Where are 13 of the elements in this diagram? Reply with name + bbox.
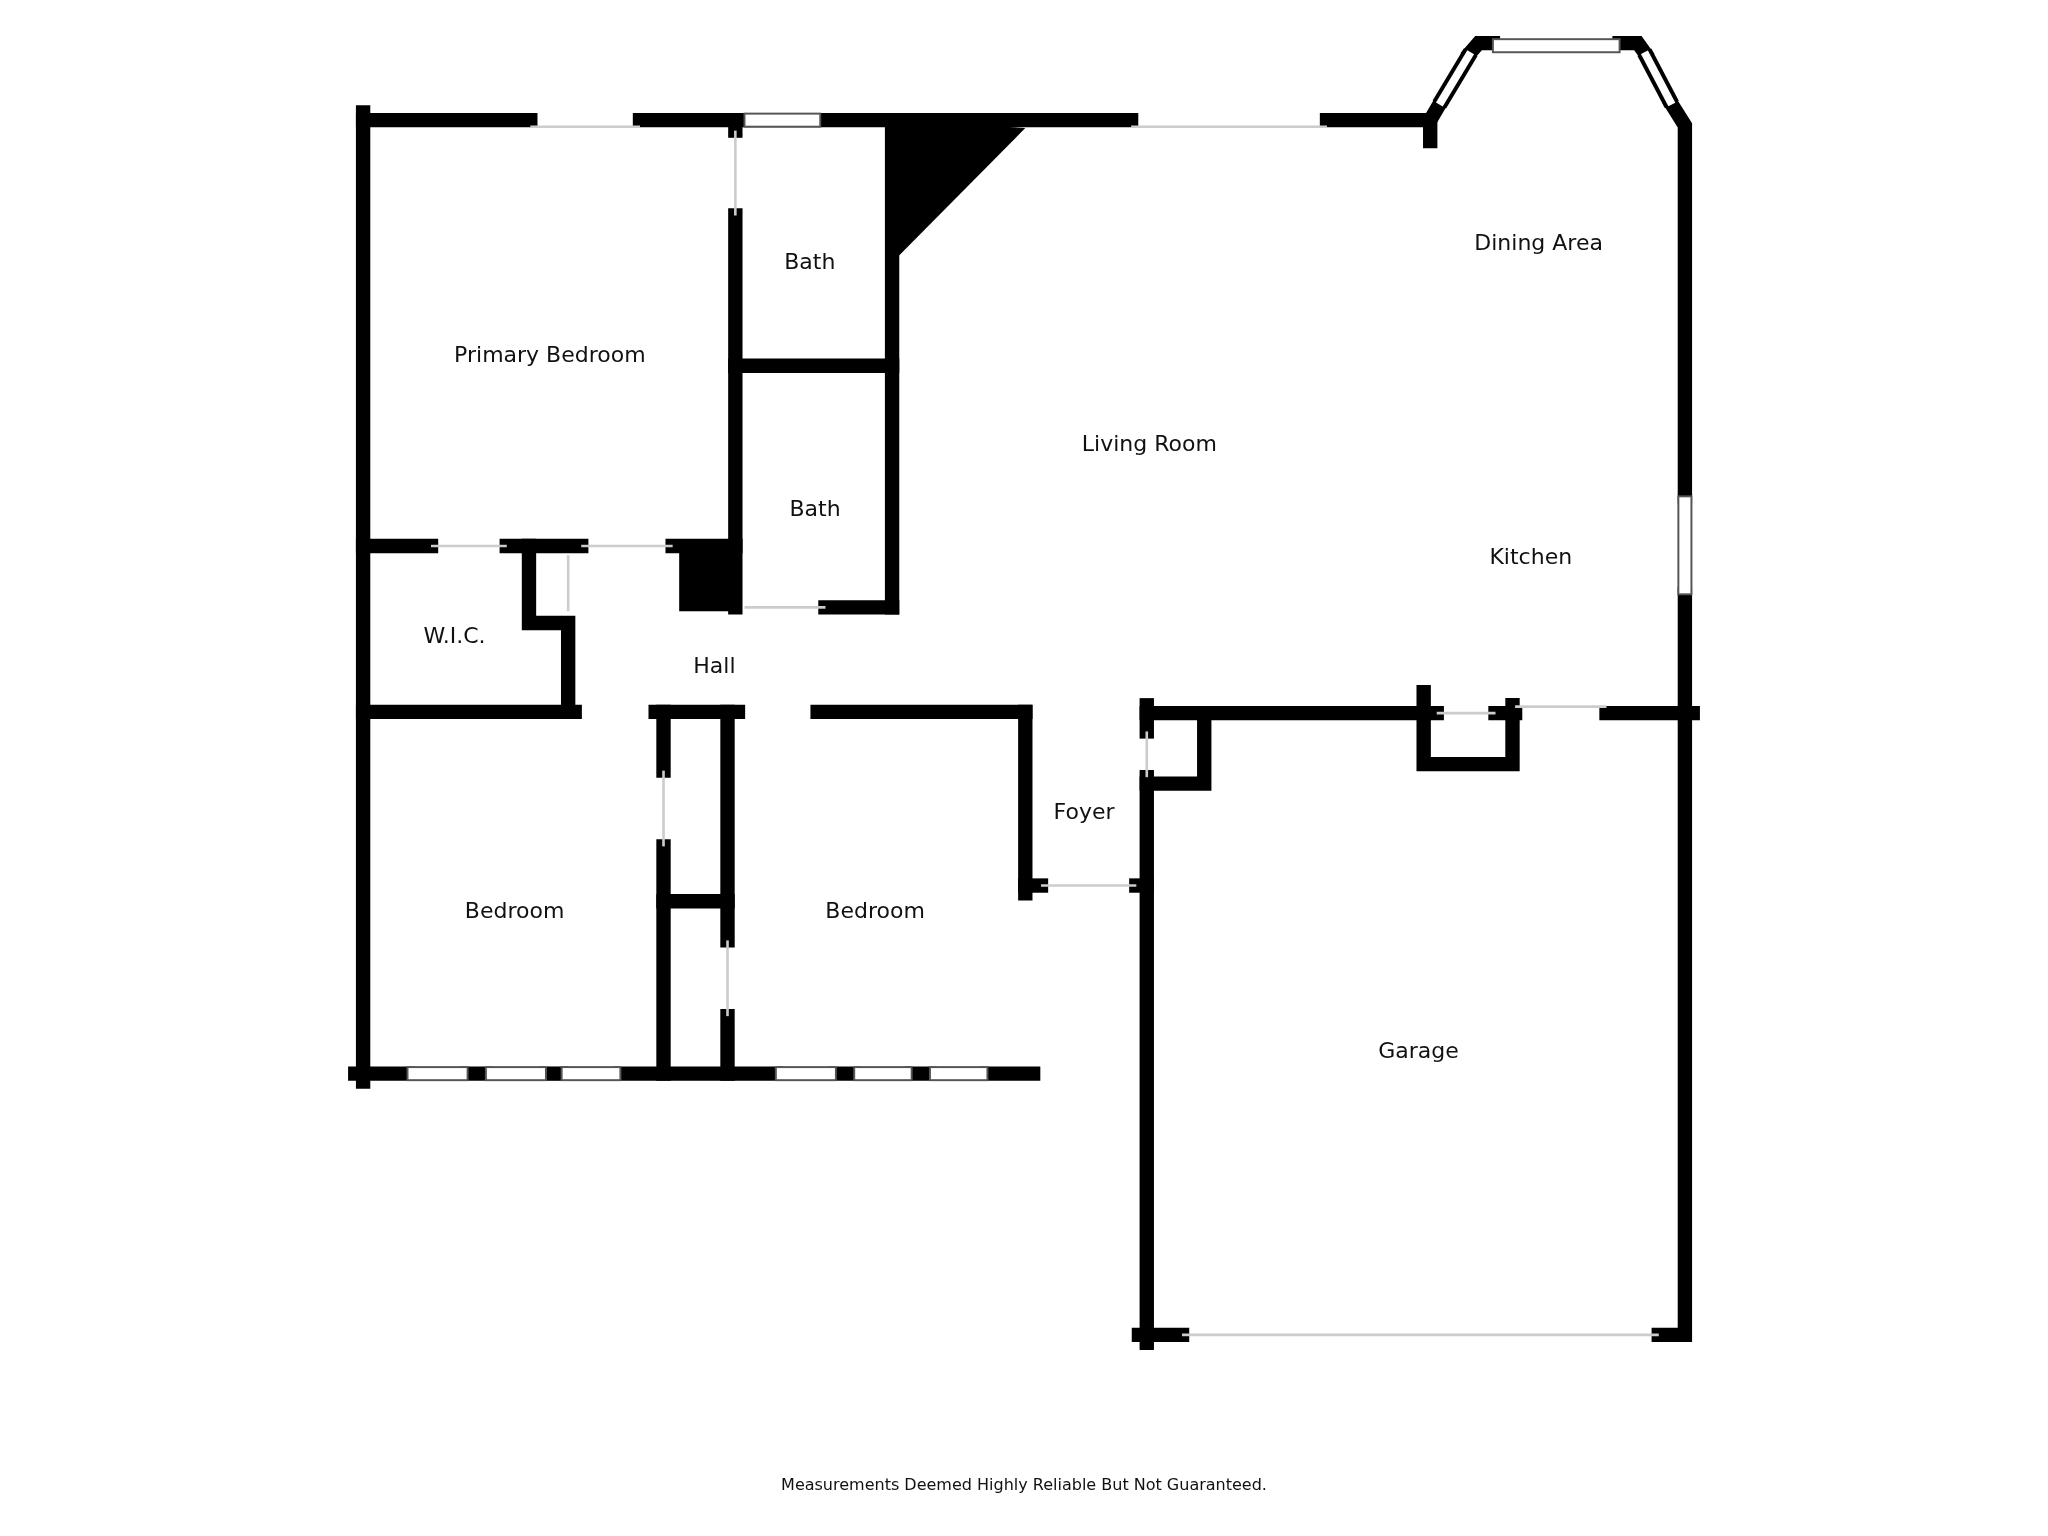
footer-note: Measurements Deemed Highly Reliable But Not Guaranteed.: [781, 1474, 1267, 1494]
room-label: W.I.C.: [423, 622, 486, 648]
room-label: Bedroom: [825, 897, 925, 923]
room-label: Bath: [789, 495, 841, 521]
room-label: Bedroom: [464, 897, 565, 923]
room-label: Foyer: [1053, 798, 1115, 824]
room-label: Hall: [693, 652, 736, 678]
room-label: Bath: [784, 248, 836, 274]
room-label: Kitchen: [1489, 543, 1573, 569]
room-label: Primary Bedroom: [454, 341, 646, 367]
room-label: Dining Area: [1474, 229, 1603, 255]
room-label: Living Room: [1081, 430, 1217, 456]
room-label: Garage: [1378, 1037, 1459, 1063]
